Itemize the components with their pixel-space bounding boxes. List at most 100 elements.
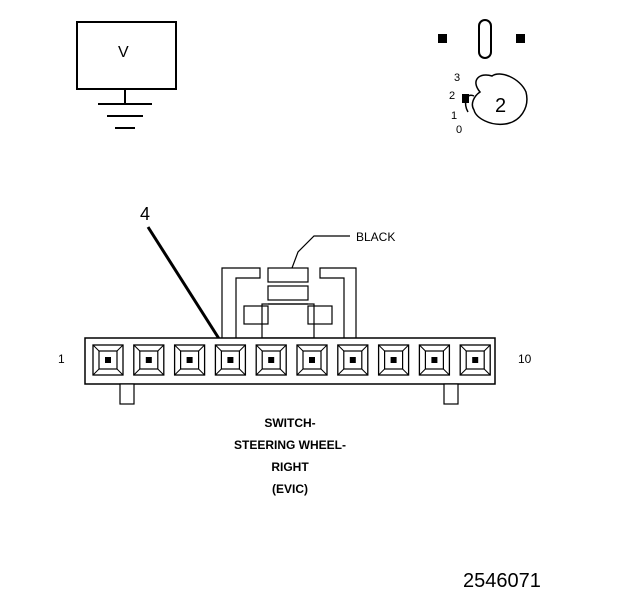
pin-first-label: 1 — [58, 352, 65, 366]
voltmeter-symbol — [76, 21, 177, 129]
pin-corner-1 — [378, 344, 385, 352]
pin-corner-1 — [133, 344, 141, 352]
pin-cavity-1 — [92, 344, 124, 376]
pin-corner-2 — [402, 344, 409, 352]
pin-corner-3 — [419, 368, 426, 376]
key-number: 2 — [495, 95, 507, 117]
pin-corner-2 — [116, 344, 124, 352]
latch-left-outline — [221, 267, 261, 338]
pin-corner-1 — [337, 344, 345, 352]
key-position-1: 1 — [451, 110, 458, 122]
pin-corner-4 — [198, 368, 205, 376]
pin-corner-4 — [361, 368, 369, 376]
key-position-3: 3 — [454, 72, 461, 84]
pin-cavity-4 — [214, 344, 247, 376]
latch-mid-block — [267, 285, 309, 301]
key-position-2: 2 — [449, 90, 456, 102]
pin-corner-4 — [279, 368, 287, 376]
pin-corner-2 — [483, 344, 491, 352]
connector-foot-right — [443, 383, 459, 405]
pin-terminal — [145, 357, 152, 363]
pin-corner-3 — [459, 368, 467, 376]
pin-terminal — [431, 357, 438, 363]
key-position-0: 0 — [456, 124, 463, 136]
connector-pins — [92, 344, 491, 376]
pin-corner-4 — [483, 368, 491, 376]
key-head — [471, 73, 528, 126]
pin-corner-4 — [116, 368, 124, 376]
key-slot-left — [438, 34, 447, 43]
pin-corner-1 — [459, 344, 467, 352]
pin-corner-2 — [239, 344, 246, 352]
pin-corner-4 — [443, 368, 450, 376]
pin-corner-1 — [255, 344, 263, 352]
pin-last-label: 10 — [518, 352, 532, 366]
pin-corner-4 — [157, 368, 165, 376]
pin-terminal — [349, 357, 356, 363]
latch-top-block — [267, 267, 309, 283]
pin-corner-3 — [255, 368, 263, 376]
caption-line-3: RIGHT — [271, 460, 309, 474]
pin-corner-2 — [157, 344, 165, 352]
key-switch-icon — [438, 19, 528, 126]
caption-line-2: STEERING WHEEL- — [233, 438, 346, 452]
pin-corner-3 — [215, 368, 222, 376]
pin-corner-3 — [296, 368, 304, 376]
connector-body — [84, 337, 496, 405]
pin-corner-1 — [92, 344, 100, 352]
pin-corner-3 — [174, 368, 181, 376]
meter-label: V — [118, 44, 129, 61]
black-leader-line — [291, 235, 350, 269]
pin-corner-2 — [443, 344, 450, 352]
key-slot-center — [478, 19, 492, 59]
key-slot-right — [516, 34, 525, 43]
key-position-marker — [462, 94, 469, 103]
pin-corner-4 — [402, 368, 409, 376]
pin-terminal — [268, 357, 275, 363]
latch-lower-block — [261, 303, 315, 339]
latch-right-tab — [307, 305, 333, 325]
pin-corner-2 — [320, 344, 328, 352]
pin-cavity-3 — [173, 344, 206, 376]
pin-cavity-2 — [133, 344, 165, 376]
latch-color-leader — [291, 235, 350, 269]
pin-corner-1 — [174, 344, 181, 352]
caption-line-4: (EVIC) — [272, 482, 308, 496]
latch-left-tab — [243, 305, 269, 325]
pin-corner-1 — [296, 344, 304, 352]
connector-foot-left — [119, 383, 135, 405]
pin-corner-3 — [133, 368, 141, 376]
pin-corner-4 — [239, 368, 246, 376]
latch-right-outline — [319, 267, 357, 338]
pin-terminal — [390, 357, 397, 363]
callout-line — [146, 226, 232, 357]
pin-terminal — [105, 357, 111, 363]
callout-leader — [146, 226, 232, 357]
pin-corner-2 — [279, 344, 287, 352]
pin-corner-3 — [378, 368, 385, 376]
pin-cavity-5 — [255, 344, 287, 376]
pin-corner-1 — [419, 344, 426, 352]
pin-cavity-6 — [296, 344, 328, 376]
pin-corner-2 — [198, 344, 205, 352]
pin-terminal — [472, 357, 479, 363]
caption-line-1: SWITCH- — [264, 416, 316, 430]
latch-color-label: BLACK — [356, 230, 396, 244]
callout-number: 4 — [140, 204, 151, 224]
pin-corner-3 — [337, 368, 345, 376]
pin-corner-2 — [361, 344, 369, 352]
connector-latch — [221, 267, 357, 339]
pin-cavity-10 — [459, 344, 491, 376]
figure-id: 2546071 — [463, 570, 541, 592]
pin-corner-3 — [92, 368, 100, 376]
pin-cavity-7 — [337, 344, 369, 376]
pin-terminal — [309, 357, 315, 363]
pin-cavity-9 — [418, 344, 451, 376]
pin-terminal — [186, 357, 193, 363]
pin-terminal — [227, 357, 234, 363]
meter-box — [76, 21, 177, 90]
pin-corner-4 — [320, 368, 328, 376]
pin-corner-1 — [215, 344, 222, 352]
